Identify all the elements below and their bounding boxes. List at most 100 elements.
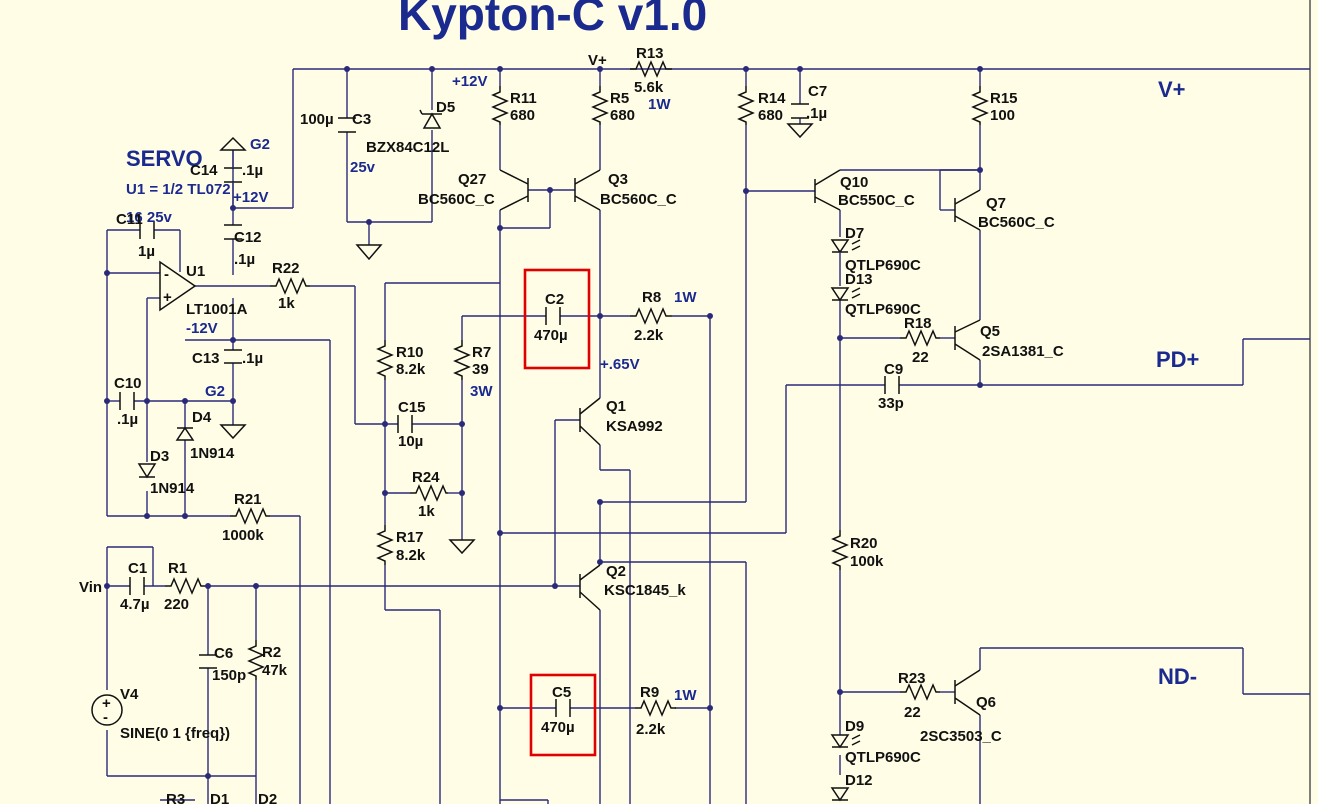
u1-val: LT1001A bbox=[186, 301, 248, 318]
r13-val: 5.6k bbox=[634, 79, 664, 96]
net-out-pdplus: PD+ bbox=[1156, 347, 1199, 372]
net-plus12-b: +12V bbox=[233, 189, 268, 206]
highlight-c5 bbox=[529, 673, 597, 757]
c10-ref: C10 bbox=[114, 375, 142, 392]
r7-val: 39 bbox=[472, 361, 489, 378]
r15-val: 100 bbox=[990, 107, 1015, 124]
svg-text:-: - bbox=[103, 709, 108, 726]
r20-ref: R20 bbox=[850, 535, 878, 552]
schematic-title: Kypton-C v1.0 bbox=[398, 0, 707, 40]
r2-val: 47k bbox=[262, 662, 288, 679]
net-plus065: +.65V bbox=[600, 356, 640, 373]
q5-val: 2SA1381_C bbox=[982, 343, 1064, 360]
c1-ref: C1 bbox=[128, 560, 147, 577]
c7-val: .1µ bbox=[806, 105, 827, 122]
c2-ref: C2 bbox=[545, 291, 564, 308]
r24-val: 1k bbox=[418, 503, 435, 520]
wires bbox=[106, 68, 1310, 804]
net-out-ndminus: ND- bbox=[1158, 664, 1197, 689]
ground-symbols bbox=[219, 123, 814, 555]
net-g2-a: G2 bbox=[250, 136, 270, 153]
q1-val: KSA992 bbox=[606, 418, 663, 435]
r11-val: 680 bbox=[510, 107, 535, 124]
r10-val: 8.2k bbox=[396, 361, 426, 378]
d4-ref: D4 bbox=[192, 409, 212, 426]
r22-val: 1k bbox=[278, 295, 295, 312]
c7-ref: C7 bbox=[808, 83, 827, 100]
r18-val: 22 bbox=[912, 349, 929, 366]
c5-val: 470µ bbox=[541, 719, 575, 736]
r20-val: 100k bbox=[850, 553, 884, 570]
c14-val: .1µ bbox=[242, 162, 263, 179]
q6-ref: Q6 bbox=[976, 694, 996, 711]
d13-val: QTLP690C bbox=[845, 301, 921, 318]
r13-ref: R13 bbox=[636, 45, 664, 62]
r24-ref: R24 bbox=[412, 469, 440, 486]
d3-ref: D3 bbox=[150, 448, 169, 465]
net-g2-b: G2 bbox=[205, 383, 225, 400]
c14-ref: C14 bbox=[190, 162, 218, 179]
c13-val: .1µ bbox=[242, 350, 263, 367]
r9-val: 2.2k bbox=[636, 721, 666, 738]
c14-rating: 16 25v bbox=[126, 209, 173, 226]
r7-note: 3W bbox=[470, 383, 493, 400]
q2-ref: Q2 bbox=[606, 563, 626, 580]
r8-note: 1W bbox=[674, 289, 697, 306]
r11-ref: R11 bbox=[510, 90, 537, 107]
r5-val: 680 bbox=[610, 107, 635, 124]
c6-val: 150p bbox=[212, 667, 246, 684]
servo-note: U1 = 1/2 TL072 bbox=[126, 181, 231, 198]
highlight-c2 bbox=[523, 268, 591, 370]
net-vplus-top: V+ bbox=[588, 52, 607, 69]
c2-val: 470µ bbox=[534, 327, 568, 344]
c12-ref: C12 bbox=[234, 229, 262, 246]
net-minus12: -12V bbox=[186, 320, 218, 337]
junctions bbox=[104, 66, 983, 779]
servo-label: SERVO bbox=[126, 146, 203, 171]
c11-ref: C11 bbox=[116, 211, 143, 228]
r14-val: 680 bbox=[758, 107, 783, 124]
d5-ref: D5 bbox=[436, 99, 455, 116]
v4-val: SINE(0 1 {freq}) bbox=[120, 725, 230, 742]
r2-ref: R2 bbox=[262, 644, 281, 661]
r23-val: 22 bbox=[904, 704, 921, 721]
r21-ref: R21 bbox=[234, 491, 262, 508]
net-labels: V+ +12V +12V -12V G2 G2 +.65V Vin V+ PD+… bbox=[79, 52, 1199, 689]
voltage-source-v4-symbol: + - bbox=[91, 694, 123, 726]
d12-ref: D12 bbox=[845, 772, 873, 789]
c3-val: 100µ bbox=[300, 111, 334, 128]
svg-text:-: - bbox=[164, 266, 169, 283]
q27-ref: Q27 bbox=[458, 171, 486, 188]
c15-val: 10µ bbox=[398, 433, 423, 450]
opamp-u1-symbol: - + bbox=[159, 260, 197, 312]
r7-ref: R7 bbox=[472, 344, 491, 361]
r18-ref: R18 bbox=[904, 315, 932, 332]
c9-val: 33p bbox=[878, 395, 904, 412]
r5-note: 1W bbox=[648, 96, 671, 113]
q6-val: 2SC3503_C bbox=[920, 728, 1002, 745]
q10-ref: Q10 bbox=[840, 174, 868, 191]
d2-ref: D2 bbox=[258, 791, 277, 804]
r9-ref: R9 bbox=[640, 684, 659, 701]
r8-val: 2.2k bbox=[634, 327, 664, 344]
r14-ref: R14 bbox=[758, 90, 786, 107]
c9-ref: C9 bbox=[884, 361, 903, 378]
c6-ref: C6 bbox=[214, 645, 233, 662]
r9-note: 1W bbox=[674, 687, 697, 704]
r3-ref: R3 bbox=[166, 791, 185, 804]
c3-ref: C3 bbox=[352, 111, 371, 128]
d4-val: 1N914 bbox=[190, 445, 235, 462]
svg-text:+: + bbox=[102, 695, 111, 712]
q1-ref: Q1 bbox=[606, 398, 626, 415]
r10-ref: R10 bbox=[396, 344, 424, 361]
q7-ref: Q7 bbox=[986, 195, 1006, 212]
r22-ref: R22 bbox=[272, 260, 300, 277]
r15-ref: R15 bbox=[990, 90, 1018, 107]
u1-ref: U1 bbox=[186, 263, 205, 280]
q3-val: BC560C_C bbox=[600, 191, 677, 208]
c5-ref: C5 bbox=[552, 684, 571, 701]
d5-val: BZX84C12L bbox=[366, 139, 449, 156]
d9-val: QTLP690C bbox=[845, 749, 921, 766]
r8-ref: R8 bbox=[642, 289, 661, 306]
